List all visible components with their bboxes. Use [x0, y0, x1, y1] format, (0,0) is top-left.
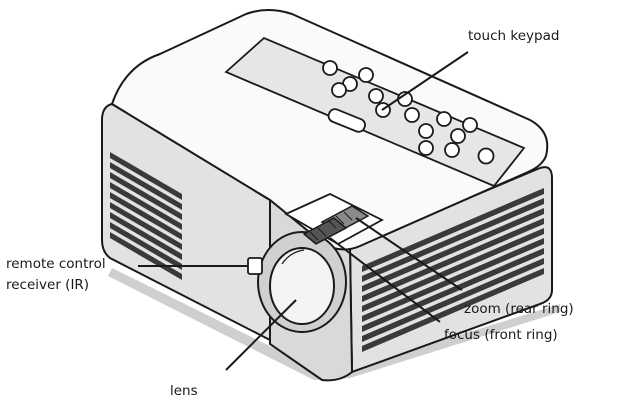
keypad-button [358, 67, 374, 83]
keypad-button [462, 117, 478, 133]
left-vent-grille [110, 152, 182, 280]
keypad-button [418, 123, 434, 139]
keypad-button [368, 88, 384, 104]
keypad-button [477, 147, 495, 165]
ir-receiver-window [247, 257, 263, 275]
touch-keypad-leader [381, 51, 469, 111]
callout-lines [138, 51, 469, 371]
lens-highlight [281, 249, 305, 265]
lens-glass [269, 247, 335, 325]
projector-top-face [110, 9, 549, 251]
ring-grip-lines [309, 211, 353, 241]
keypad-button [450, 128, 466, 144]
label-zoom-ring: zoom (rear ring) [464, 301, 574, 317]
lens-leader [225, 299, 297, 371]
keypad-button [322, 60, 338, 76]
keypad-button [436, 111, 452, 127]
zoom-ring-leader [355, 217, 463, 291]
keypad-bar-button [327, 108, 366, 133]
keypad-button [331, 82, 347, 98]
label-remote-control-line1: remote control [6, 256, 106, 272]
projector-left-side [101, 102, 271, 342]
keypad-buttons [322, 60, 495, 165]
keypad-button [444, 142, 460, 158]
label-remote-control-line2: receiver (IR) [6, 277, 90, 293]
right-vent-grille [362, 188, 544, 352]
keypad-button [418, 140, 434, 156]
keypad-button [404, 107, 420, 123]
label-focus-ring: focus (front ring) [444, 327, 558, 343]
focus-ring [302, 217, 348, 245]
label-lens: lens [170, 383, 198, 399]
focus-ring-leader [329, 237, 441, 323]
label-touch-keypad: touch keypad [468, 28, 560, 44]
